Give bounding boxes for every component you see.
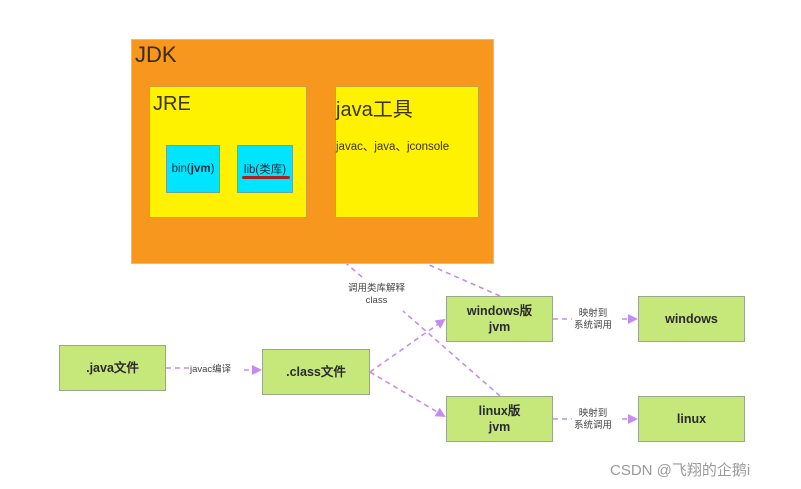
arrow-class-to-windows-jvm [369, 318, 446, 373]
linux-os-node: linux [638, 396, 745, 442]
jre-box: JRE bin(jvm) lib(类库) [149, 86, 307, 218]
call-library-label-line1: 调用类库解释 [348, 283, 406, 294]
java-file-node: .java文件 [59, 345, 166, 391]
java-file-label: .java文件 [86, 361, 139, 375]
jre-title: JRE [153, 93, 191, 115]
map-label-line2: 系统调用 [574, 320, 613, 331]
bin-label-bold: jvm [190, 163, 211, 175]
red-underline-annotation [242, 176, 290, 179]
jdk-title: JDK [135, 42, 177, 67]
map-label-line2: 系统调用 [574, 420, 613, 431]
windows-jvm-label-line2: jvm [488, 320, 511, 334]
windows-jvm-node: windows版 jvm [446, 296, 553, 342]
lib-label: lib(类库) [243, 164, 287, 176]
linux-jvm-label-line1: linux版 [478, 404, 521, 418]
watermark: CSDN @飞翔的企鹅i [610, 462, 751, 479]
jdk-box: JDK JRE bin(jvm) lib(类库) java工具 javac、ja… [131, 39, 494, 264]
linux-jvm-node: linux版 jvm [446, 396, 553, 442]
windows-jvm-label-line1: windows版 [466, 304, 533, 318]
class-file-node: .class文件 [262, 349, 370, 395]
linux-map-edge-label: 映射到 系统调用 [574, 408, 613, 432]
arrow-linux-jvm-to-lib-lower [402, 310, 501, 397]
bin-label-prefix: bin( [171, 163, 191, 175]
windows-map-edge-label: 映射到 系统调用 [574, 308, 613, 332]
arrow-class-to-linux-jvm [369, 371, 446, 418]
lib-class-library-box: lib(类库) [237, 145, 293, 193]
call-library-label-line2: class [365, 295, 388, 306]
map-label-line1: 映射到 [578, 308, 608, 319]
bin-label-suffix: ) [210, 163, 215, 175]
class-file-label: .class文件 [286, 365, 346, 379]
java-tools-box: java工具 javac、java、jconsole [335, 86, 479, 218]
linux-jvm-label-line2: jvm [488, 420, 511, 434]
linux-os-label: linux [676, 412, 707, 426]
compile-edge-label: javac编译 [190, 364, 232, 376]
windows-os-label: windows [665, 312, 718, 326]
java-tools-list: javac、java、jconsole [336, 141, 450, 153]
bin-jvm-box: bin(jvm) [166, 145, 220, 193]
java-tools-title: java工具 [336, 99, 413, 121]
windows-os-node: windows [638, 296, 745, 342]
call-library-edge-label: 调用类库解释 class [348, 283, 406, 307]
map-label-line1: 映射到 [578, 408, 608, 419]
